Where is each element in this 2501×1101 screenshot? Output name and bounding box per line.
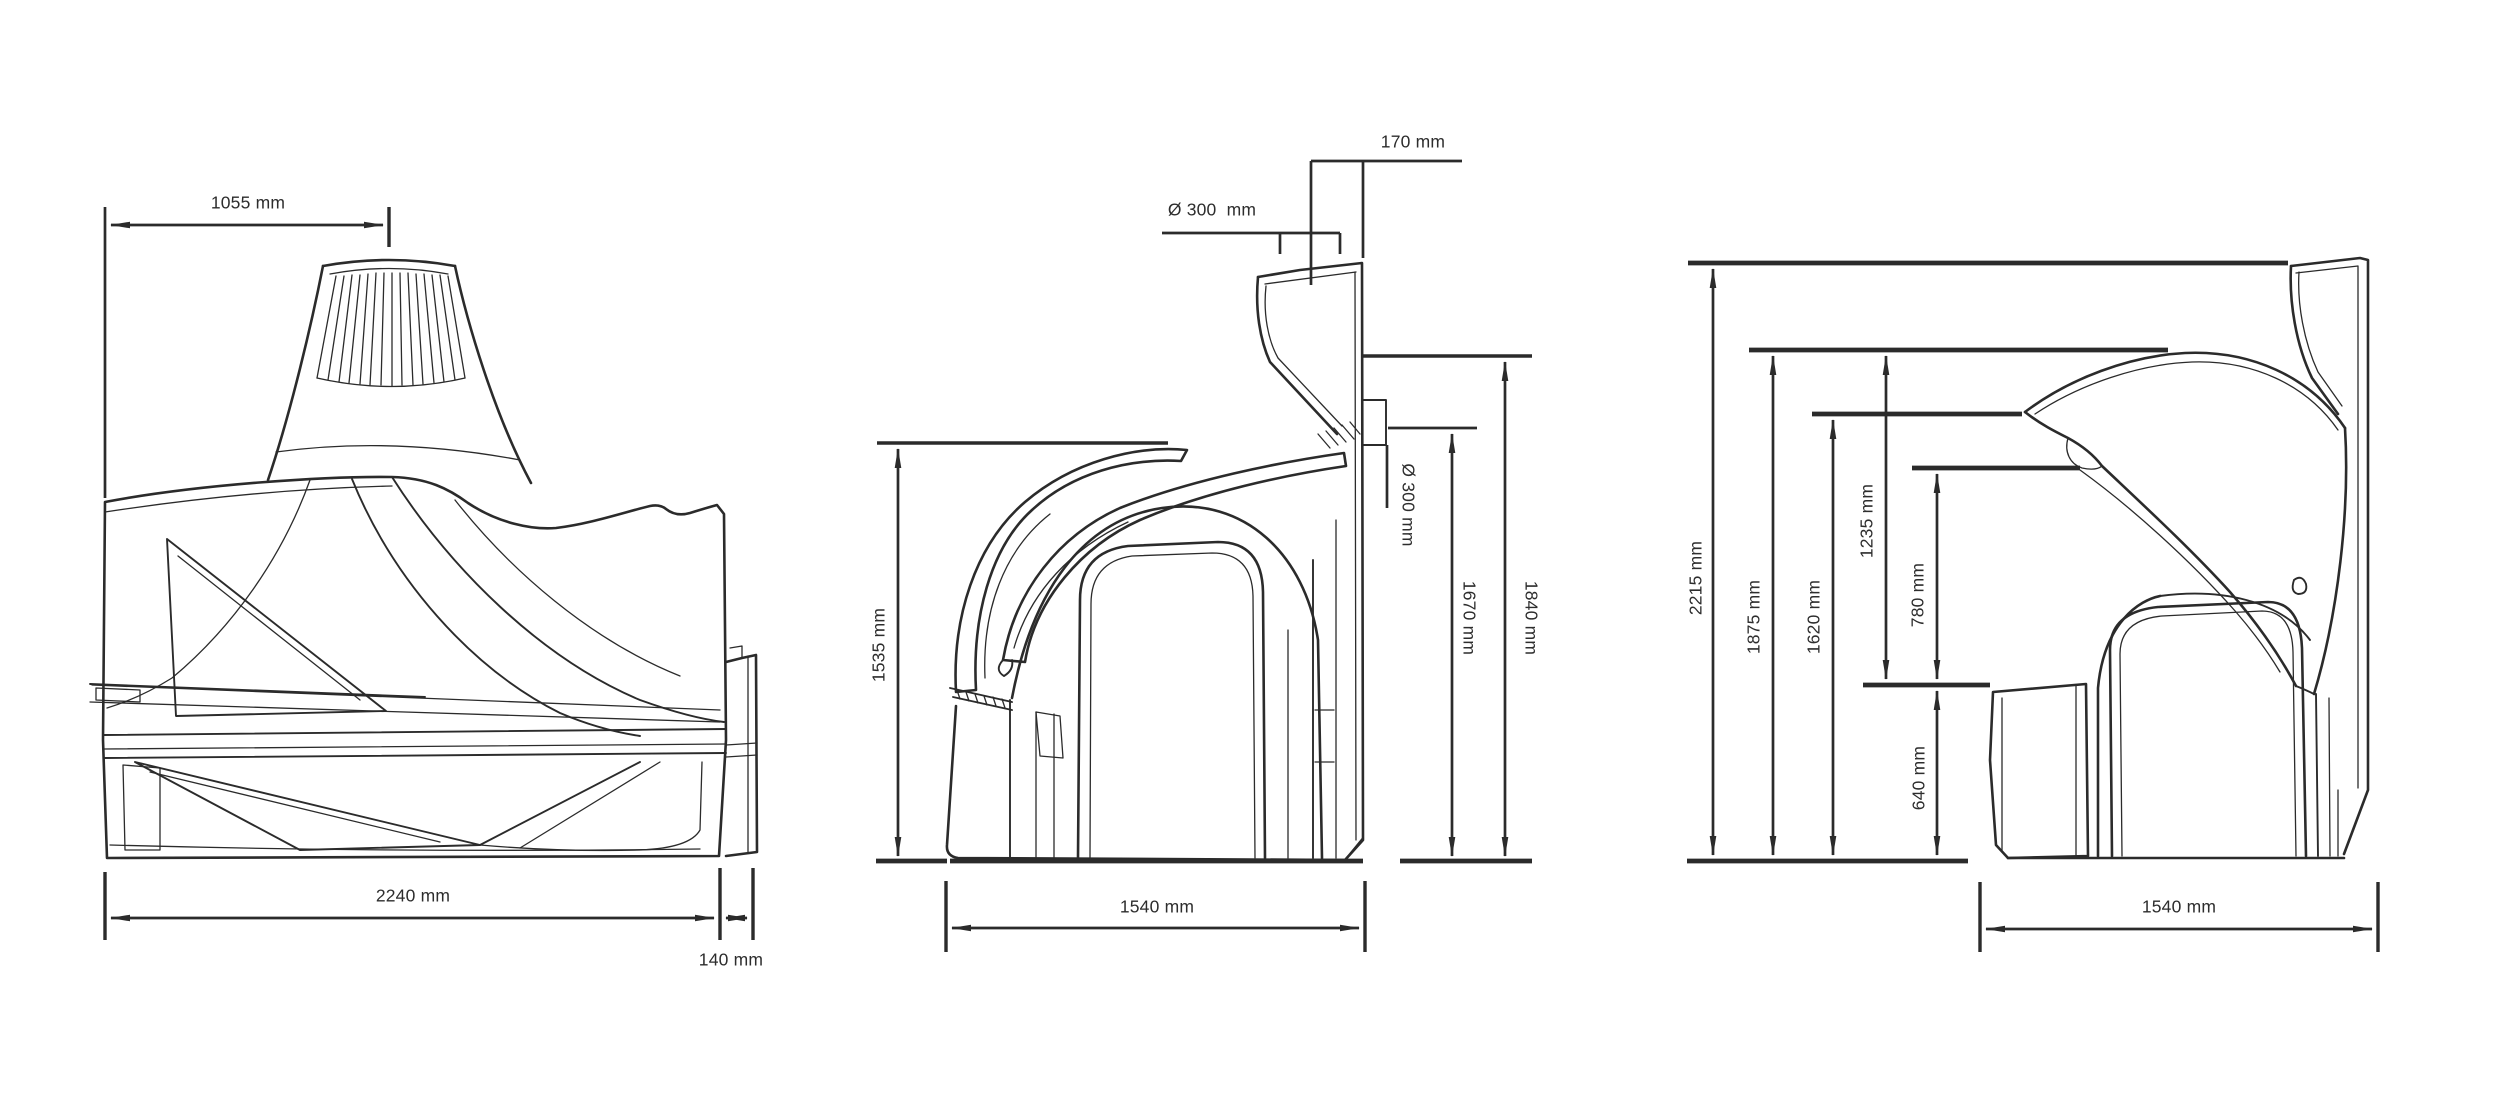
ledge-hatch — [956, 689, 1006, 709]
canopy-hinge — [2291, 576, 2308, 595]
arch-opening-open — [1076, 540, 1267, 860]
dim-170 — [1309, 159, 1462, 285]
dim-300-top — [1162, 231, 1342, 254]
dim-label-300-top: Ø 300 mm — [1167, 199, 1257, 220]
dim-label-1875: 1875 mm — [1743, 579, 1764, 655]
dim-label-780: 780 mm — [1907, 562, 1928, 628]
dim-2240 — [103, 868, 755, 940]
dim-1055 — [103, 207, 391, 498]
fan-tower — [266, 258, 533, 485]
dim-label-1235: 1235 mm — [1856, 483, 1877, 559]
ext-lines-closed — [1687, 260, 2288, 864]
dim-label-1535: 1535 mm — [868, 607, 889, 683]
dim-label-640: 640 mm — [1908, 745, 1929, 811]
end-open-drawing — [876, 159, 1532, 952]
side-port — [1362, 399, 1387, 446]
dim-1670 — [1388, 426, 1477, 857]
dim-label-1540-open: 1540 mm — [1119, 896, 1195, 917]
canopy-closed — [2023, 351, 2348, 696]
end-closed-drawing — [1687, 256, 2380, 952]
dim-label-140: 140 mm — [698, 949, 764, 970]
dim-1540-closed — [1978, 882, 2380, 952]
headrest-cushion — [2066, 437, 2103, 470]
duct-closed — [2289, 256, 2370, 856]
dim-label-170: 170 mm — [1380, 131, 1446, 152]
dim-1535 — [877, 441, 1168, 857]
dim-1540-open — [944, 881, 1367, 952]
dim-label-2215: 2215 mm — [1685, 540, 1706, 616]
side-window — [166, 538, 387, 717]
bench-open — [945, 505, 1364, 862]
base-accents — [109, 761, 703, 852]
side-body — [89, 475, 728, 860]
canopy-open-outer — [954, 447, 1189, 694]
side-rear-panel — [724, 645, 759, 858]
grille-hatch — [1317, 421, 1361, 449]
dim-label-2240: 2240 mm — [375, 885, 451, 906]
vent-slats — [316, 272, 466, 388]
dim-label-1670: 1670 mm — [1459, 580, 1480, 656]
bench-closed — [1988, 592, 2346, 860]
dim-label-1840: 1840 mm — [1521, 580, 1542, 656]
bed-lines — [89, 683, 727, 759]
dim-label-1620: 1620 mm — [1803, 579, 1824, 655]
canopy-open-inner — [997, 451, 1348, 677]
side-view-drawing — [89, 207, 759, 940]
dim-label-300-side: Ø 300 mm — [1398, 463, 1419, 547]
dim-1840 — [1363, 354, 1532, 857]
dim-label-1055: 1055 mm — [210, 192, 286, 213]
dim-label-1540-closed: 1540 mm — [2141, 896, 2217, 917]
arch-opening-closed — [2108, 600, 2308, 858]
